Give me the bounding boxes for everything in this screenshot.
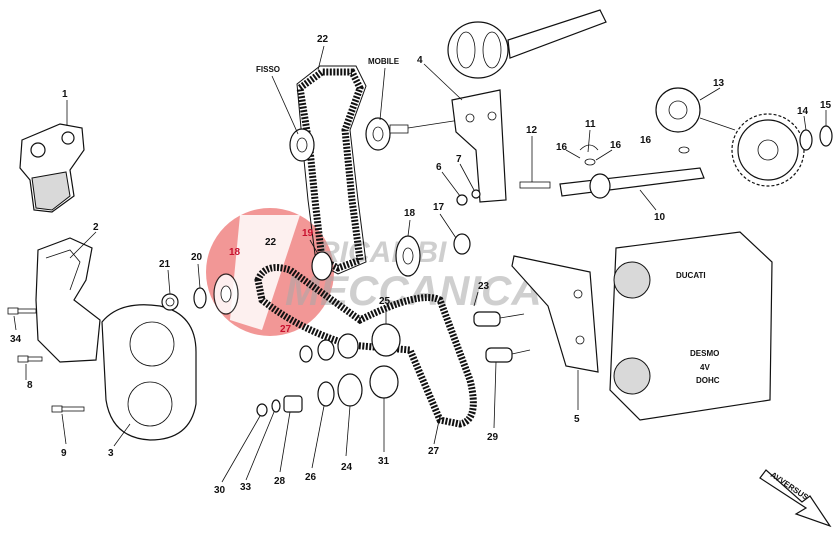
callout-17: 17	[433, 202, 445, 213]
cylinder-heads: DUCATI DESMO 4V DOHC	[609, 231, 773, 421]
callout-29: 29	[487, 432, 499, 443]
belt-cover-lower	[101, 304, 197, 441]
callout-30: 30	[214, 485, 226, 496]
callout-22-lower: 22	[265, 237, 277, 248]
callout-3: 3	[108, 448, 114, 459]
callout-13: 13	[713, 78, 725, 89]
callout-8: 8	[27, 380, 33, 391]
callout-19: 19	[302, 228, 314, 239]
callout-11: 11	[585, 119, 596, 130]
left-pulley-stack	[161, 273, 239, 315]
callout-18-upper: 18	[404, 208, 416, 219]
callout-10: 10	[654, 212, 666, 223]
callout-22-upper: 22	[317, 34, 329, 45]
callout-16b: 16	[610, 140, 622, 151]
callout-18-lower: 18	[229, 247, 241, 258]
camshaft	[447, 9, 607, 79]
cover-model: DESMO	[690, 349, 719, 358]
watermark-line1: RICAMBI	[318, 236, 447, 269]
timing-belt-lower	[254, 264, 477, 428]
callout-31: 31	[378, 456, 390, 467]
direction-arrow: AVVERSUS	[759, 469, 832, 528]
pulley-18-upper	[395, 233, 471, 277]
callout-16a: 16	[556, 142, 568, 153]
cover-screws	[7, 307, 85, 413]
tensioner-pulleys	[289, 117, 461, 162]
callout-20: 20	[191, 252, 203, 263]
label-mobile: MOBILE	[368, 57, 400, 66]
tensioner-bracket	[19, 123, 85, 213]
callout-16c: 16	[640, 135, 652, 146]
cover-spec: DOHC	[696, 376, 720, 385]
callout-5: 5	[574, 414, 580, 425]
callout-4: 4	[417, 55, 423, 66]
callout-21: 21	[159, 259, 171, 270]
cover-brand: DUCATI	[676, 271, 706, 280]
callout-26: 26	[305, 472, 317, 483]
callout-14: 14	[797, 106, 809, 117]
callout-7: 7	[456, 154, 462, 165]
callout-9: 9	[61, 448, 67, 459]
studs	[473, 311, 531, 363]
label-fixed: FISSO	[256, 65, 280, 74]
upper-bracket	[451, 89, 507, 206]
callout-33: 33	[240, 482, 252, 493]
gear-13	[655, 87, 833, 187]
callout-1: 1	[62, 89, 68, 100]
callout-2: 2	[93, 222, 99, 233]
cover-version: 4V	[700, 363, 710, 372]
callout-34: 34	[10, 334, 22, 345]
pulley-19	[311, 251, 333, 281]
callout-labels: 1 2 3 4 5 6 7 8 9 10 11 12 13 14 15 16 1…	[10, 34, 832, 496]
belt-cover-upper	[35, 237, 101, 363]
callout-24: 24	[341, 462, 353, 473]
shaft-10	[519, 144, 705, 199]
callout-leaders	[13, 45, 827, 483]
callout-25: 25	[379, 296, 391, 307]
timing-belt-upper	[296, 65, 367, 275]
callout-27-upper: 27	[280, 324, 292, 335]
callout-6: 6	[436, 162, 442, 173]
callout-12: 12	[526, 125, 538, 136]
callout-23: 23	[478, 281, 490, 292]
rear-plate	[511, 255, 599, 373]
callout-15: 15	[820, 100, 832, 111]
spacer-rings	[256, 323, 401, 417]
callout-27-lower: 27	[428, 446, 440, 457]
callout-28: 28	[274, 476, 286, 487]
